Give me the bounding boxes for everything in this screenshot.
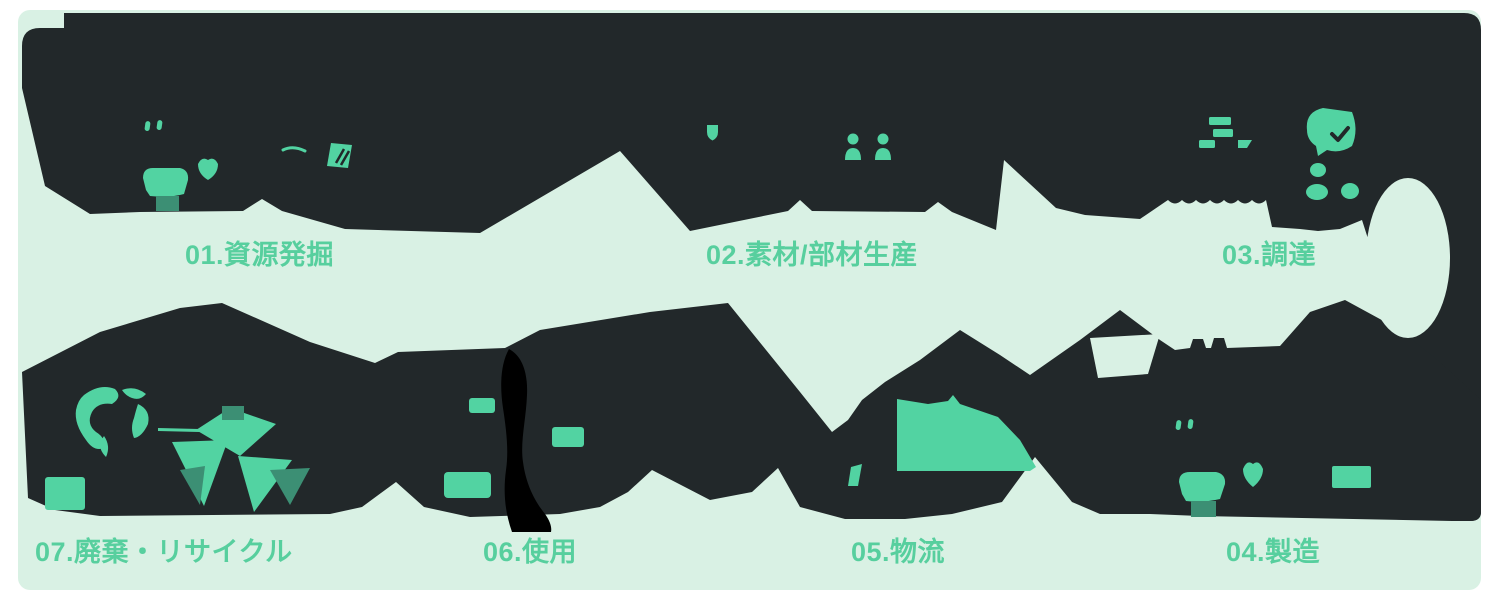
person-silhouette bbox=[501, 349, 552, 532]
circular-arrow-cutout bbox=[1366, 178, 1450, 338]
ore-pedestal bbox=[1191, 501, 1216, 517]
sparkle-icon bbox=[1175, 419, 1194, 431]
appliance-screen-icon bbox=[469, 398, 495, 413]
appliance-screen-icon bbox=[552, 427, 584, 447]
worker-icon bbox=[845, 133, 861, 160]
cargo-container-icon bbox=[897, 395, 1036, 471]
stage-label-disposal-recycling: 07.廃棄・リサイクル bbox=[35, 537, 293, 567]
excavator-window-icon bbox=[327, 143, 352, 168]
stage-label-material-production: 02.素材/部材生産 bbox=[706, 240, 919, 270]
ore-pedestal bbox=[156, 196, 179, 211]
recycle-arrows-icon bbox=[172, 406, 310, 512]
wheel-arch-icon bbox=[848, 464, 862, 486]
checked-bag-icon bbox=[1306, 108, 1356, 156]
appliance-panel-icon bbox=[444, 472, 491, 498]
top-band-silhouette bbox=[22, 13, 1481, 521]
stage-label-manufacturing: 04.製造 bbox=[1226, 537, 1321, 567]
stacked-bricks-icon bbox=[1199, 117, 1252, 148]
ore-pile-icon bbox=[143, 168, 189, 197]
ribbon-crossing-cutout bbox=[1090, 334, 1160, 378]
waste-box-icon bbox=[45, 477, 85, 510]
shield-icon bbox=[707, 125, 718, 141]
stage-label-use: 06.使用 bbox=[483, 537, 578, 567]
excavator-arm-icon bbox=[281, 146, 307, 153]
worker-icon bbox=[875, 133, 891, 160]
mineral-gem-icon bbox=[1243, 462, 1263, 487]
stage-label-logistics: 05.物流 bbox=[851, 537, 946, 567]
ore-pile-icon bbox=[1179, 472, 1226, 502]
stage-label-resource-excavation: 01.資源発掘 bbox=[185, 240, 335, 270]
stage-label-procurement: 03.調達 bbox=[1222, 240, 1317, 270]
parts-box-icon bbox=[1332, 466, 1371, 488]
sparkle-icon bbox=[144, 120, 163, 132]
pebbles-icon bbox=[1306, 163, 1359, 200]
mineral-gem-icon bbox=[198, 158, 218, 180]
